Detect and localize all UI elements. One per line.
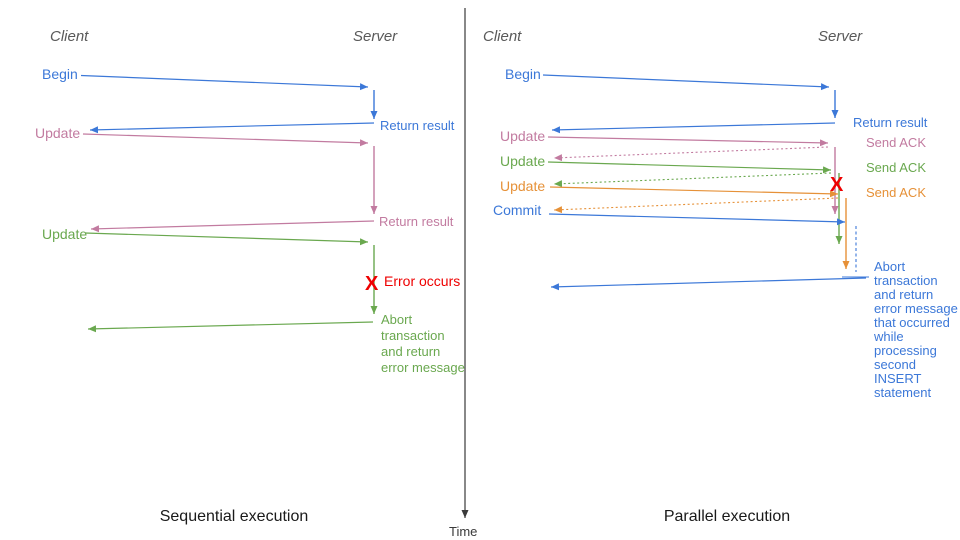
par-begin-return-label: Return result [853, 115, 928, 130]
par-abort-line-8: second [874, 357, 916, 372]
par-abort-line-6: while [873, 329, 904, 344]
seq-begin-request-arrow [80, 74, 369, 91]
par-update2-request-arrow [547, 161, 832, 174]
par-update1-label: Update [500, 128, 545, 144]
par-abort-line-10: statement [874, 385, 931, 400]
par-begin-request-arrow [542, 74, 830, 91]
seq-abort-return-arrow [87, 321, 374, 333]
par-abort-text: Abort transaction and return error messa… [873, 259, 958, 400]
sequential-caption: Sequential execution [160, 508, 309, 525]
par-abort-line-7: processing [874, 343, 937, 358]
par-abort-line-9: INSERT [874, 371, 921, 386]
par-update2-ack-label: Send ACK [866, 160, 926, 175]
parallel-server-header: Server [818, 28, 863, 45]
parallel-caption: Parallel execution [664, 508, 790, 525]
seq-abort-line-2: transaction [381, 328, 445, 343]
par-begin-label: Begin [505, 66, 541, 82]
seq-error-x-icon: X [365, 273, 379, 295]
seq-error-label: Error occurs [384, 273, 460, 289]
time-axis-label: Time [449, 524, 477, 539]
time-axis: Time [449, 8, 477, 539]
seq-update2-request-arrow [84, 232, 369, 246]
par-abort-line-3: and return [874, 287, 933, 302]
par-update3-ack-arrow [553, 197, 839, 214]
sequential-panel: Client Server Begin Return result Update… [35, 28, 465, 525]
par-abort-return-arrow [550, 277, 867, 291]
par-abort-line-1: Abort [874, 259, 905, 274]
par-commit-request-arrow [548, 213, 846, 226]
parallel-client-header: Client [483, 28, 522, 45]
seq-abort-text: Abort transaction and return error messa… [381, 312, 465, 375]
par-update3-request-arrow [549, 186, 839, 198]
seq-begin-return-label: Return result [380, 118, 455, 133]
par-error-x-icon: X [830, 174, 844, 196]
par-update2-label: Update [500, 153, 545, 169]
par-abort-line-2: transaction [874, 273, 938, 288]
seq-update1-request-arrow [82, 133, 369, 147]
par-abort-line-4: error message [874, 301, 958, 316]
sequential-server-header: Server [353, 28, 398, 45]
seq-abort-line-1: Abort [381, 312, 412, 327]
par-update3-label: Update [500, 178, 545, 194]
seq-abort-line-3: and return [381, 344, 440, 359]
sequential-client-header: Client [50, 28, 89, 45]
seq-update1-label: Update [35, 125, 80, 141]
seq-update1-return-label: Return result [379, 214, 454, 229]
par-commit-label: Commit [493, 202, 541, 218]
seq-begin-label: Begin [42, 66, 78, 82]
par-update3-ack-label: Send ACK [866, 185, 926, 200]
par-abort-line-5: that occurred [874, 315, 950, 330]
seq-update2-label: Update [42, 226, 87, 242]
parallel-panel: Client Server Begin Return result Update… [483, 28, 958, 525]
par-begin-return-arrow [551, 122, 836, 134]
seq-begin-return-arrow [89, 122, 375, 134]
par-update2-ack-arrow [553, 172, 832, 188]
par-update1-ack-label: Send ACK [866, 135, 926, 150]
seq-abort-line-4: error message [381, 360, 465, 375]
par-update1-request-arrow [547, 136, 829, 147]
par-update1-ack-arrow [553, 146, 829, 162]
seq-update1-return-arrow [90, 220, 375, 233]
